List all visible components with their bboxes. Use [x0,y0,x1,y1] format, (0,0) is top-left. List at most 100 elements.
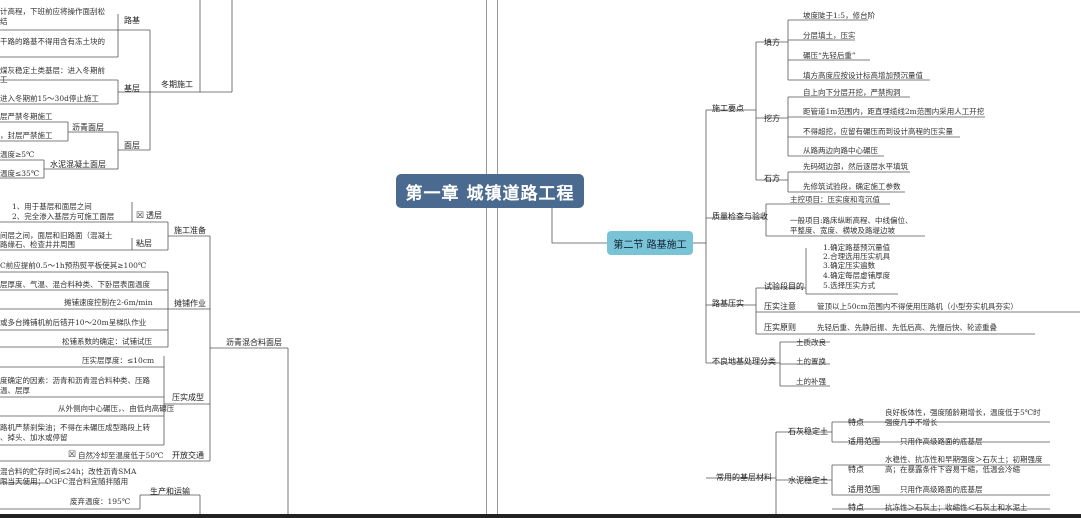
winter-item: ，封层严禁施工 [0,131,53,140]
winter-item: 干路的路基不得用含有冻土块的 [0,37,105,46]
cut-item: 距管道1m范围内，距直埋缆线2m范围内采用人工开挖 [803,107,985,116]
asphalt-item: 2、完全渗入基层方可施工面层 [12,212,115,221]
rock-item: 先码砌边部，然后逐层水平填筑 [803,162,908,171]
asphalt-item: 间层之间，面层和旧路面（混凝土 [0,231,113,240]
label-cement-scope[interactable]: 适用范围 [848,485,880,494]
label-cement-soil[interactable]: 水泥稳定土 [788,476,828,485]
rock-item: 先修筑试验段，确定施工参数 [803,182,901,191]
asphalt-item: 路缘石、检查井井周围 [0,240,75,249]
winter-item: 温度≤35℃ [0,169,40,178]
label-principle[interactable]: 压实原则 [764,323,796,332]
label-poor-subgrade[interactable]: 不良地基处理分类 [712,357,776,366]
trial-item: 1.确定路基预沉量值 [823,243,891,252]
winter-item: 煤灰稳定土类基层：进入冬期前 [0,66,105,75]
label-concrete-surface[interactable]: 水泥混凝土面层 [50,160,106,169]
label-cement-feature[interactable]: 特点 [848,465,864,474]
poor-item: 土的置换 [796,357,826,366]
cut-item: 从路两边向路中心碾压 [803,146,878,155]
label-permeable-layer[interactable]: 透层 [146,211,162,220]
trial-item: 5.选择压实方式 [823,281,876,290]
label-lime-feature[interactable]: 特点 [848,418,864,427]
label-compaction[interactable]: 路基压实 [712,299,744,308]
trial-item: 4.确定每层虚铺厚度 [823,271,891,280]
cement-feature: 水稳性、抗冻性和早期强度＞石灰土；初期强度 [885,455,1043,464]
panel-divider-right [497,0,498,514]
label-compaction-forming[interactable]: 压实成型 [172,393,204,402]
label-rock[interactable]: 石方 [764,174,780,183]
asphalt-item: 摊铺速度控制在2-6m/min [64,298,153,307]
fill-item: 填方高度应按设计标高增加预沉量值 [803,71,923,80]
root-topic[interactable]: 第一章 城镇道路工程 [396,174,584,208]
label-mix-surface[interactable]: 沥青混合料面层 [226,338,282,347]
label-asphalt-surface[interactable]: 沥青面层 [72,123,104,132]
cement-feature: 高；在暴露条件下容易干缩，低温会冷缩 [885,465,1020,474]
asphalt-item: 1、用于基层和面层之间 [12,202,92,211]
cut-item: 不得超挖，应留有碾压而到设计高程的压实量 [803,127,953,136]
poor-item: 土质改良 [796,338,826,347]
winter-item: 进入冬期前15～30d停止施工 [0,94,99,103]
lime-feature: 良好板体性，强度随龄期增长，温度低于5℃时 [885,408,1041,417]
trial-item: 2.合理选用压实机具 [823,252,891,261]
asphalt-item: C前应提前0.5～1h预热熨平板使其≥100℃ [0,261,147,270]
label-winter[interactable]: 冬期施工 [161,80,193,89]
label-cut[interactable]: 挖方 [764,114,780,123]
label-notice[interactable]: 压实注意 [764,302,796,311]
asphalt-item: 层厚度、气温、混合料种类、下卧层表面温度 [0,280,150,289]
section-topic[interactable]: 第二节 路基施工 [607,231,693,255]
winter-item: 计高程，下班前应将操作面刮松 [0,7,105,16]
winter-item: 工 [0,75,8,84]
notice-value: 管顶以上50cm范围内不得使用压路机（小型夯实机具夯实） [817,302,1018,311]
quality-item: 一般项目:路床纵断高程、中线偏位、 [790,216,913,225]
label-subgrade[interactable]: 路基 [124,16,140,25]
poor-item: 土的补强 [796,377,826,386]
bottom-edge [0,514,1081,518]
label-fill[interactable]: 填方 [764,38,780,47]
label-prep[interactable]: 施工准备 [174,226,206,235]
cut-item: 自上向下分层开挖，严禁掏洞 [803,88,901,97]
label-quality[interactable]: 质量检查与验收 [712,212,768,221]
panel-divider-left [486,0,487,514]
label-open-traffic[interactable]: 开放交通 [172,451,204,460]
label-production[interactable]: 生产和运输 [150,487,190,496]
winter-item: 层严禁冬期施工 [0,112,53,121]
asphalt-item: 松铺系数的确定：试铺试压 [62,337,152,346]
principle-value: 先轻后重、先静后振、先低后高、先慢后快、轮迹重叠 [817,323,997,332]
last-feature-value: 抗冻性＞石灰土；收缩性＜石灰土和水泥土 [885,503,1028,512]
asphalt-item: 混合料的贮存时间≤24h；改性沥青SMA [0,467,137,476]
checkbox-icon[interactable]: ☒ [68,450,77,460]
asphalt-item: 或多台摊铺机前后错开10～20m呈梯队作业 [0,318,147,327]
asphalt-item: 从外侧向中心碾压，、由低向高碾压 [58,404,175,413]
label-base[interactable]: 基层 [124,84,140,93]
label-tack-layer[interactable]: 粘层 [136,239,152,248]
asphalt-item: 压实层厚度：≤10cm [82,356,155,365]
lime-scope: 只用作高级路面的底基层 [900,437,983,446]
asphalt-item: 路机严禁刹柴油；不得在未碾压成型路段上转 [0,423,150,432]
asphalt-item: 限当天使用；OGFC混合料宜随拌随用 [0,477,129,486]
asphalt-item: 废弃温度：195℃ [70,497,131,506]
label-last-feature[interactable]: 特点 [848,503,864,512]
asphalt-item: 、掉头、加水或停留 [0,433,68,442]
cement-scope: 只用作高级路面的底基层 [900,485,983,494]
label-surface[interactable]: 面层 [124,141,140,150]
lime-feature: 强度几乎不增长 [885,418,938,427]
fill-item: 分层填土，压实 [803,31,856,40]
asphalt-item: 温、层厚 [0,386,30,395]
winter-item: 温度≥5℃ [0,150,35,159]
label-base-materials[interactable]: 常用的基层材料 [716,473,772,482]
label-lime-scope[interactable]: 适用范围 [848,437,880,446]
label-lime-soil[interactable]: 石灰稳定土 [788,427,828,436]
label-paving[interactable]: 摊铺作业 [174,299,206,308]
label-key-points[interactable]: 施工要点 [712,104,744,113]
quality-item: 平整度、宽度、横坡及路堤边坡 [790,226,895,235]
fill-item: 坡度陡于1:5，修台阶 [803,11,876,20]
asphalt-item: 自然冷却至温度低于50℃ [78,451,164,460]
quality-item: 主控项目：压实度和弯沉值 [790,195,880,204]
asphalt-item: 度确定的因素：沥青和沥青混合料种类、压路 [0,376,150,385]
label-trial[interactable]: 试验段目的 [764,282,804,291]
fill-item: 碾压“先轻后重” [803,51,856,60]
checkbox-icon[interactable]: ☒ [136,211,145,221]
winter-item: 结 [0,17,8,26]
trial-item: 3.确定压实遍数 [823,261,876,270]
